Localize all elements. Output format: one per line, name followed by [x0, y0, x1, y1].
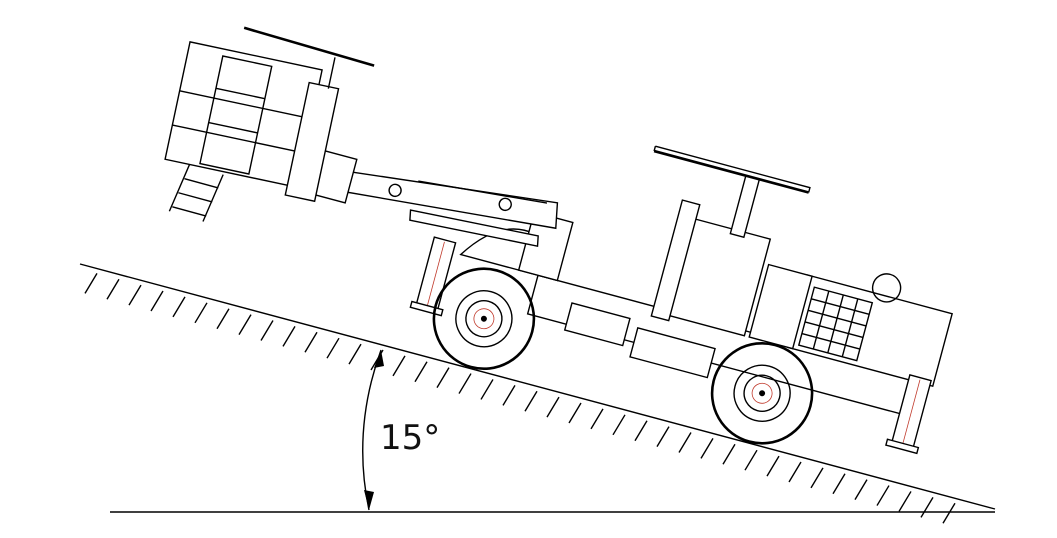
hatch-mark — [656, 426, 670, 447]
hatch-mark — [106, 278, 120, 300]
hatch-mark — [326, 337, 340, 359]
hatch-mark — [898, 491, 912, 512]
hatch-mark — [260, 320, 274, 341]
hatch-mark — [458, 373, 472, 394]
hatch-mark — [876, 485, 890, 506]
slope-ground-line — [79, 263, 996, 510]
hatch-mark — [480, 379, 494, 400]
hatch-mark — [810, 467, 824, 489]
hatch-mark — [920, 496, 934, 518]
hatch-mark — [568, 402, 582, 424]
hatch-mark — [502, 384, 516, 406]
hatch-mark — [678, 432, 692, 453]
angle-arc — [362, 349, 384, 511]
canopy-post-front — [650, 199, 701, 322]
hatch-mark — [348, 343, 362, 365]
step-box — [563, 302, 631, 347]
hatch-mark — [722, 443, 736, 465]
hatch-mark — [700, 438, 714, 459]
hatch-mark — [304, 331, 318, 353]
canopy-post-rear — [729, 174, 761, 239]
rear-wheel — [710, 341, 814, 445]
hatch-mark — [414, 361, 428, 383]
arrowhead-top-icon — [374, 350, 384, 368]
hatch-mark — [238, 314, 252, 335]
hatch-mark — [612, 414, 626, 436]
hatch-mark — [436, 367, 450, 389]
hatch-mark — [128, 284, 142, 306]
hatch-mark — [942, 502, 956, 524]
hatch-mark — [524, 390, 538, 412]
axle-housing — [629, 327, 716, 379]
canopy-roof — [653, 149, 809, 194]
basket-ladder — [168, 164, 224, 222]
hatch-mark — [590, 408, 604, 430]
hatch-mark — [194, 302, 208, 324]
hatch-mark — [172, 296, 186, 318]
arrowhead-bottom-icon — [364, 490, 374, 510]
utility-vehicle — [300, 145, 954, 455]
hatch-mark — [788, 461, 802, 483]
hatch-mark — [766, 455, 780, 477]
grille-lines — [801, 290, 870, 357]
front-wheel — [432, 267, 536, 371]
basket-door — [199, 55, 273, 175]
hydraulic-cylinder — [409, 209, 539, 247]
hatch-mark — [282, 326, 296, 347]
lifting-eye — [871, 273, 902, 303]
hatch-mark — [634, 420, 648, 442]
basket-roof — [243, 26, 375, 67]
hatch-mark — [216, 308, 230, 330]
hatch-mark — [392, 355, 406, 377]
hatch-mark — [546, 396, 560, 418]
hatch-mark — [84, 272, 98, 294]
hatch-mark — [744, 449, 758, 471]
hatch-mark — [832, 473, 846, 495]
boom-arm — [300, 146, 559, 247]
hatch-mark — [150, 290, 164, 312]
ground-hatching — [84, 272, 956, 524]
angle-label: 15° — [376, 418, 445, 458]
work-basket — [164, 26, 375, 222]
hatch-mark — [854, 479, 868, 501]
